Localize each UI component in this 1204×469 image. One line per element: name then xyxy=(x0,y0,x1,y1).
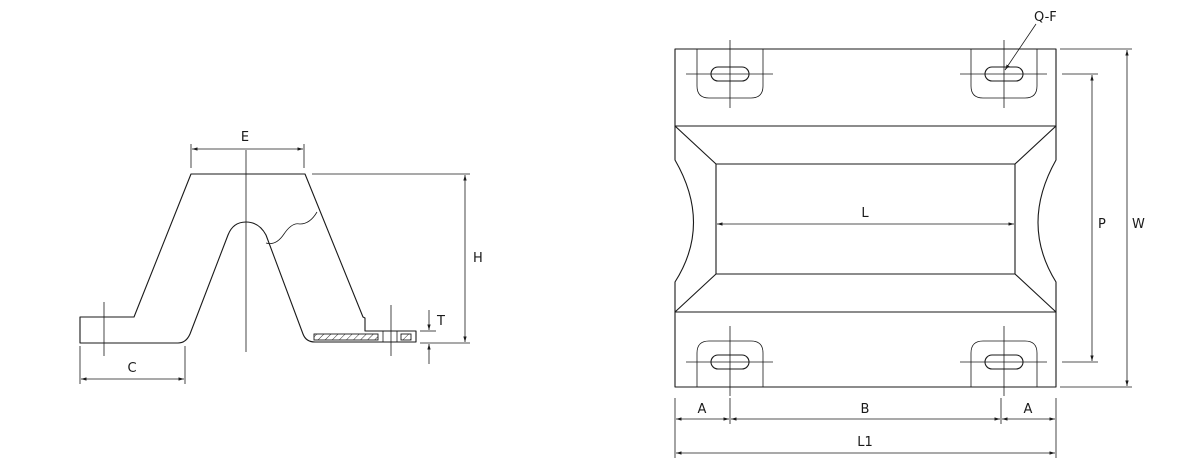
label-t: T xyxy=(436,314,445,329)
leader-q-f xyxy=(1004,23,1037,71)
mounting-hole-bottom-right xyxy=(960,326,1047,396)
mounting-hole-bottom-left xyxy=(686,326,773,396)
side-view: E H T C xyxy=(79,130,483,384)
label-c: C xyxy=(127,361,136,376)
label-l1: L1 xyxy=(857,435,873,450)
front-view: Q-F L P W A B A L1 xyxy=(674,10,1145,458)
label-q-f: Q-F xyxy=(1034,10,1057,25)
label-a-right: A xyxy=(1024,402,1033,417)
label-e: E xyxy=(241,130,249,145)
label-b: B xyxy=(861,402,870,417)
label-a-left: A xyxy=(698,402,707,417)
mounting-hole-top-right xyxy=(960,40,1047,108)
front-outline xyxy=(674,48,1057,388)
embedded-plate-hatch-small xyxy=(400,333,412,341)
side-profile-outline xyxy=(79,173,417,344)
break-line xyxy=(265,211,318,244)
label-h: H xyxy=(473,251,483,266)
inner-face xyxy=(715,163,1016,275)
embedded-plate-hatch xyxy=(313,333,379,341)
mounting-hole-top-left xyxy=(686,40,773,108)
label-w: W xyxy=(1132,217,1145,232)
label-l: L xyxy=(861,206,869,221)
label-p: P xyxy=(1098,217,1106,232)
